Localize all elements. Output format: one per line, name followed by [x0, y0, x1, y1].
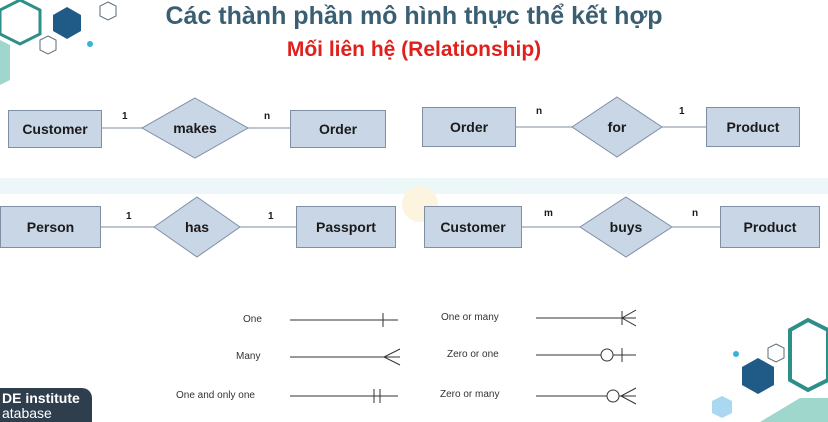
relationship-label: buys	[609, 219, 643, 235]
dot-shape	[733, 351, 739, 357]
watermark-band	[0, 178, 828, 222]
corner-shape	[760, 398, 828, 422]
legend-label-one-or-many: One or many	[441, 312, 499, 323]
cardinality-label: 1	[268, 211, 274, 222]
entity-order: Order	[422, 107, 516, 147]
corner-shape	[0, 40, 10, 85]
legend-label-zero-or-one: Zero or one	[447, 349, 499, 360]
relationship-diamond	[140, 97, 250, 159]
entity-person: Person	[0, 206, 101, 248]
relationship-diamond	[579, 196, 673, 258]
page-title: Các thành phần mô hình thực thể kết hợp	[165, 2, 663, 30]
relationship-label: for	[607, 119, 627, 135]
hexagon-shape	[767, 343, 785, 363]
hexagon-shape	[53, 7, 81, 39]
entity-order: Order	[290, 110, 386, 148]
relationship-diamond	[153, 196, 241, 258]
legend-symbol-one	[290, 313, 398, 327]
relationship-label: makes	[173, 120, 217, 136]
legend-symbol-one-or-many	[536, 309, 637, 327]
cardinality-label: 1	[122, 111, 128, 122]
legend-label-zero-or-many: Zero or many	[440, 389, 500, 400]
relationship-label: has	[184, 219, 210, 235]
cardinality-label: n	[264, 111, 271, 122]
brand-badge	[0, 388, 92, 422]
brand-name: DE institute	[2, 390, 80, 406]
entity-customer: Customer	[8, 110, 102, 148]
page-subtitle: Mối liên hệ (Relationship)	[286, 38, 542, 61]
cardinality-label: 1	[126, 211, 132, 222]
legend-symbol-many	[290, 348, 401, 366]
hexagon-shape	[712, 396, 732, 418]
relationship-diamond	[571, 96, 663, 158]
entity-customer: Customer	[424, 206, 522, 248]
cardinality-label: n	[692, 208, 699, 219]
entity-product: Product	[706, 107, 800, 147]
hexagon-shape	[39, 35, 57, 55]
legend-label-many: Many	[236, 351, 261, 362]
hexagon-shape	[742, 358, 774, 394]
legend-symbol-zero-or-many	[536, 387, 637, 405]
hexagon-shape	[788, 317, 828, 393]
dot-shape	[87, 41, 93, 47]
entity-passport: Passport	[296, 206, 396, 248]
brand-subtitle: atabase	[2, 405, 52, 421]
cardinality-label: 1	[679, 106, 685, 117]
legend-label-one: One	[243, 314, 262, 325]
legend-label-one-and-only-one: One and only one	[176, 390, 255, 401]
cardinality-label: m	[544, 208, 553, 219]
entity-product: Product	[720, 206, 820, 248]
cardinality-label: n	[536, 106, 543, 117]
hexagon-shape	[99, 1, 117, 21]
legend-symbol-zero-or-one	[536, 348, 636, 362]
legend-symbol-one-and-only-one	[290, 389, 398, 403]
hexagon-shape	[0, 0, 42, 46]
